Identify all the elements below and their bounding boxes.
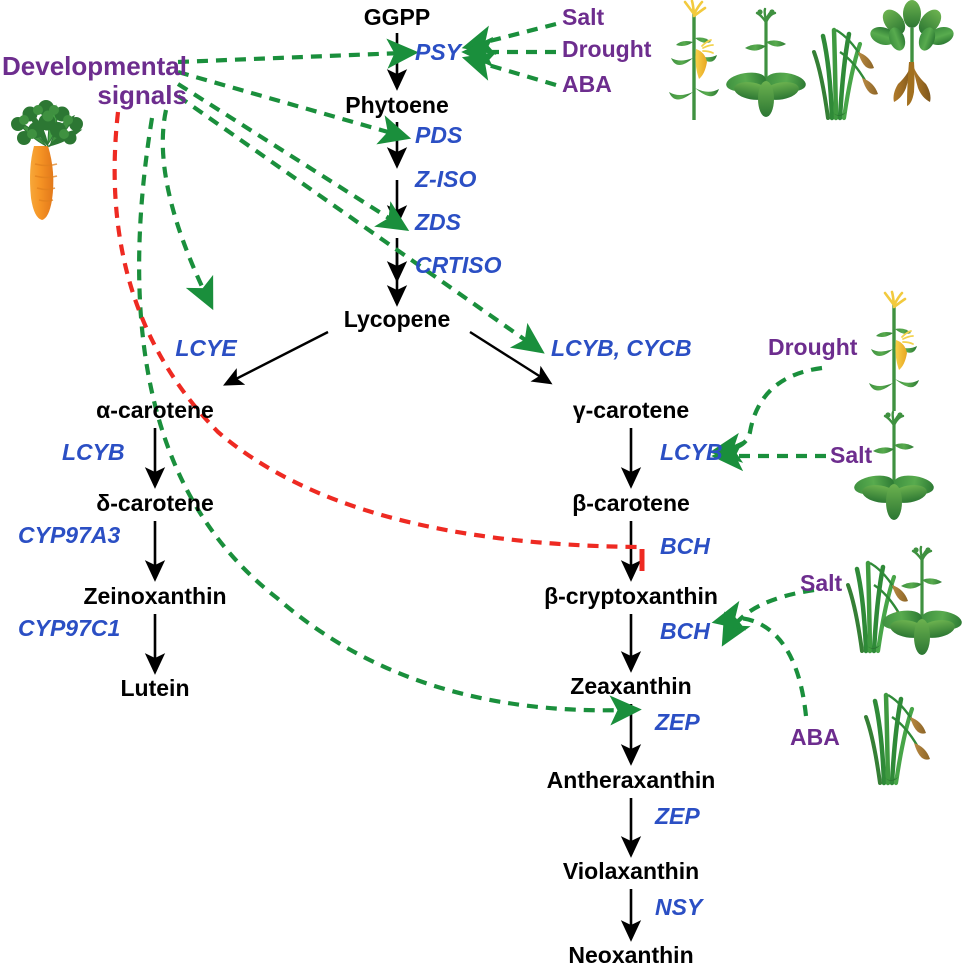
metabolite-zeaxanthin: Zeaxanthin bbox=[570, 673, 692, 699]
enzyme-psy: PSY bbox=[415, 39, 462, 65]
stress-aba-top: ABA bbox=[562, 71, 612, 97]
enzyme-pds: PDS bbox=[415, 122, 463, 148]
enzyme-cyp97c1: CYP97C1 bbox=[18, 615, 121, 641]
plant-illustration-maize-top bbox=[667, 0, 721, 122]
developmental-signals-label: Developmental signals bbox=[2, 51, 187, 111]
metabolite-zeinoxanthin: Zeinoxanthin bbox=[83, 583, 227, 609]
developmental-signals-line1: Developmental bbox=[2, 51, 187, 81]
metabolite-alpha-carotene: α-carotene bbox=[96, 397, 214, 423]
plant-illustration-maize-mid bbox=[867, 290, 921, 413]
enzyme-lcyb-cycb: LCYB, CYCB bbox=[551, 335, 692, 361]
plant-illustration-rice-low bbox=[848, 563, 912, 651]
metabolite-antheraxanthin: Antheraxanthin bbox=[546, 767, 716, 793]
stress-drought-top: Drought bbox=[562, 36, 652, 62]
pathway-arrows bbox=[144, 33, 642, 942]
metabolite-gamma-carotene: γ-carotene bbox=[572, 397, 690, 423]
stress-salt-mid: Salt bbox=[830, 442, 873, 468]
enzyme-nsy: NSY bbox=[655, 894, 703, 920]
metabolite-phytoene: Phytoene bbox=[345, 92, 449, 118]
metabolite-beta-carotene: β-carotene bbox=[572, 490, 690, 516]
developmental-signals-line2: signals bbox=[97, 80, 187, 111]
metabolite-lycopene: Lycopene bbox=[343, 306, 451, 332]
plant-illustration-cassava-top bbox=[866, 0, 958, 108]
enzyme-zep-upper: ZEP bbox=[655, 709, 700, 735]
metabolite-beta-cryptoxanthin: β-cryptoxanthin bbox=[544, 583, 718, 609]
plant-illustration-arabidopsis-top bbox=[723, 7, 809, 119]
enzyme-z-iso: Z-ISO bbox=[415, 166, 477, 192]
metabolite-delta-carotene: δ-carotene bbox=[96, 490, 214, 516]
plant-illustration-rice-top bbox=[814, 30, 878, 118]
enzyme-crtiso: CRTISO bbox=[415, 252, 502, 278]
metabolite-violaxanthin: Violaxanthin bbox=[562, 858, 700, 884]
enzyme-zep-lower: ZEP bbox=[655, 803, 700, 829]
stress-salt-low: Salt bbox=[800, 570, 843, 596]
enzyme-bch-upper: BCH bbox=[660, 533, 710, 559]
stress-aba-low: ABA bbox=[790, 724, 840, 750]
enzyme-lcyb-left: LCYB bbox=[62, 439, 125, 465]
activation-lines bbox=[137, 21, 826, 726]
enzyme-bch-lower: BCH bbox=[660, 618, 710, 644]
lycopene-branch-arrows bbox=[223, 330, 553, 386]
enzyme-cyp97a3: CYP97A3 bbox=[18, 522, 121, 548]
stress-drought-mid: Drought bbox=[768, 334, 858, 360]
enzyme-zds: ZDS bbox=[415, 209, 461, 235]
enzyme-lcye: LCYE bbox=[175, 335, 237, 361]
inhibition-line bbox=[112, 111, 645, 571]
plant-illustration-carrot bbox=[10, 99, 84, 221]
plant-illustration-arabidopsis-low bbox=[879, 545, 965, 657]
plant-illustration-rice-aba bbox=[866, 695, 930, 783]
metabolite-neoxanthin: Neoxanthin bbox=[568, 942, 694, 968]
metabolite-ggpp: GGPP bbox=[363, 4, 431, 30]
enzyme-lcyb-right: LCYB bbox=[660, 439, 723, 465]
stress-salt-top: Salt bbox=[562, 4, 605, 30]
metabolite-lutein: Lutein bbox=[120, 675, 190, 701]
